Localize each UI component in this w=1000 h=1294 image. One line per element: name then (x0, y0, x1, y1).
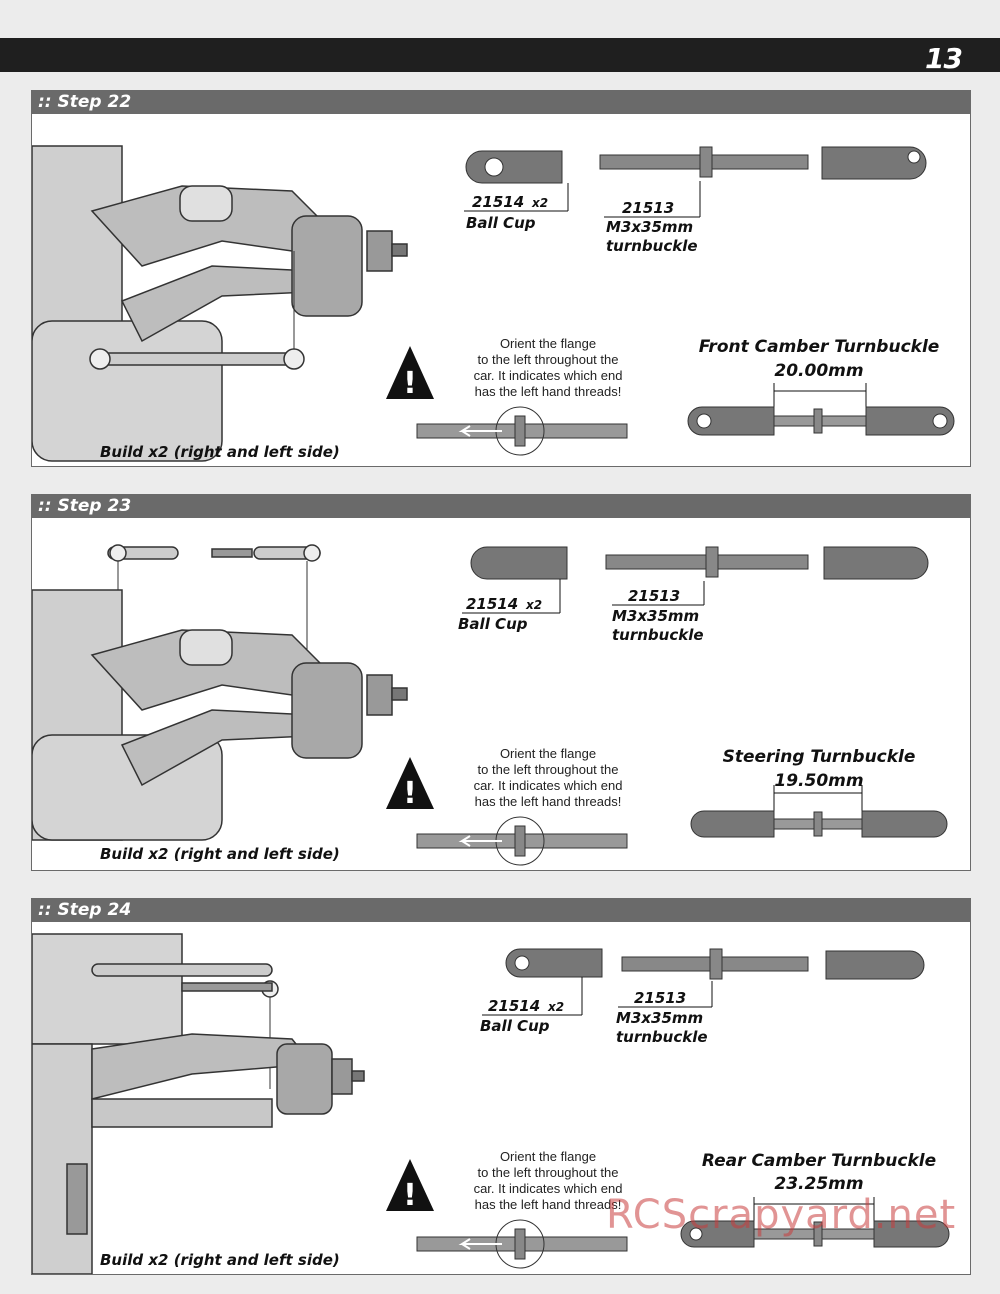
assembly-title: Front Camber Turnbuckle (699, 337, 940, 357)
step-22-illustration: 21514 x2 Ball Cup 21513 M3x35mm turnbuck… (32, 145, 955, 462)
ball-cup-right-image (823, 546, 929, 580)
ball-cup-part-number: 21514 (488, 997, 540, 1015)
turnbuckle-label: turnbuckle (612, 626, 704, 644)
note-line-1: Orient the flange (500, 746, 596, 761)
assembly-title: Rear Camber Turnbuckle (702, 1151, 936, 1171)
assembly-length: 20.00mm (774, 361, 863, 381)
turnbuckle-size: M3x35mm (616, 1009, 703, 1027)
front-suspension-drawing (32, 145, 408, 462)
turnbuckle-size: M3x35mm (606, 218, 693, 236)
flange-orientation-diagram (416, 406, 628, 456)
ball-cup-right-image (821, 146, 927, 180)
step-title: :: Step 22 (38, 92, 132, 112)
svg-text:!: ! (403, 366, 417, 401)
turnbuckle-part-number: 21513 (628, 587, 680, 605)
step-header: :: Step 23 (32, 495, 970, 518)
turnbuckle-part-image (605, 546, 809, 578)
watermark: RCScrapyard.net (606, 1192, 957, 1238)
ball-cup-part-number: 21514 (466, 595, 518, 613)
warning-icon: ! (386, 1159, 434, 1213)
ball-cup-part-image (465, 150, 563, 184)
ball-cup-part-image (470, 546, 568, 580)
page-number: 13 (925, 42, 963, 75)
ball-cup-quantity: x2 (525, 598, 542, 612)
note-line-2: to the left throughout the (478, 762, 619, 777)
assembled-turnbuckle-image (680, 1197, 950, 1248)
turnbuckle-part-image (621, 948, 809, 980)
ball-cup-label: Ball Cup (466, 214, 536, 232)
header-bar (0, 38, 1000, 72)
step-header: :: Step 24 (32, 899, 970, 922)
note-line-3: car. It indicates which end (474, 1181, 623, 1196)
assembly-length: 19.50mm (774, 771, 863, 791)
assembled-turnbuckle-image (687, 383, 955, 436)
ball-cup-quantity: x2 (547, 1000, 564, 1014)
step-24-panel: :: Step 24 21514 x2 Ball Cup (31, 898, 971, 1275)
build-instruction: Build x2 (right and left side) (100, 443, 340, 461)
assembly-length: 23.25mm (774, 1174, 863, 1194)
assembly-title: Steering Turnbuckle (723, 747, 916, 767)
ball-cup-part-image (505, 948, 603, 978)
turnbuckle-part-number: 21513 (634, 989, 686, 1007)
warning-icon: ! (386, 757, 434, 811)
ball-cup-label: Ball Cup (480, 1017, 550, 1035)
build-instruction: Build x2 (right and left side) (100, 1251, 340, 1269)
svg-text:!: ! (403, 1178, 417, 1213)
turnbuckle-size: M3x35mm (612, 607, 699, 625)
step-22-panel: :: Step 22 21514 x2 Ball Cup (31, 90, 971, 467)
step-header: :: Step 22 (32, 91, 970, 114)
turnbuckle-part-number: 21513 (622, 199, 674, 217)
note-line-1: Orient the flange (500, 336, 596, 351)
svg-text:!: ! (403, 776, 417, 811)
turnbuckle-part-image (599, 146, 809, 178)
step-title: :: Step 23 (38, 496, 132, 516)
ball-cup-right-image (825, 950, 925, 980)
turnbuckle-label: turnbuckle (606, 237, 698, 255)
step-title: :: Step 24 (38, 900, 132, 920)
warning-icon: ! (386, 346, 434, 401)
assembled-turnbuckle-image (690, 785, 948, 838)
ball-cup-label: Ball Cup (458, 615, 528, 633)
rear-suspension-drawing (32, 933, 365, 1274)
note-line-1: Orient the flange (500, 1149, 596, 1164)
note-line-4: has the left hand threads! (475, 794, 622, 809)
note-line-4: has the left hand threads! (475, 384, 622, 399)
note-line-2: to the left throughout the (478, 352, 619, 367)
turnbuckle-label: turnbuckle (616, 1028, 708, 1046)
flange-orientation-diagram (416, 1219, 628, 1269)
ball-cup-quantity: x2 (531, 196, 548, 210)
note-line-4: has the left hand threads! (475, 1197, 622, 1212)
steering-suspension-drawing (32, 544, 408, 841)
flange-orientation-diagram (416, 816, 628, 866)
note-line-3: car. It indicates which end (474, 368, 623, 383)
build-instruction: Build x2 (right and left side) (100, 845, 340, 863)
note-line-2: to the left throughout the (478, 1165, 619, 1180)
ball-cup-part-number: 21514 (472, 193, 524, 211)
step-23-illustration: 21514 x2 Ball Cup 21513 M3x35mm turnbuck… (32, 544, 948, 866)
note-line-3: car. It indicates which end (474, 778, 623, 793)
step-23-panel: :: Step 23 21514 x2 Ball Cup (31, 494, 971, 871)
step-24-illustration: 21514 x2 Ball Cup 21513 M3x35mm turnbuck… (32, 933, 950, 1274)
